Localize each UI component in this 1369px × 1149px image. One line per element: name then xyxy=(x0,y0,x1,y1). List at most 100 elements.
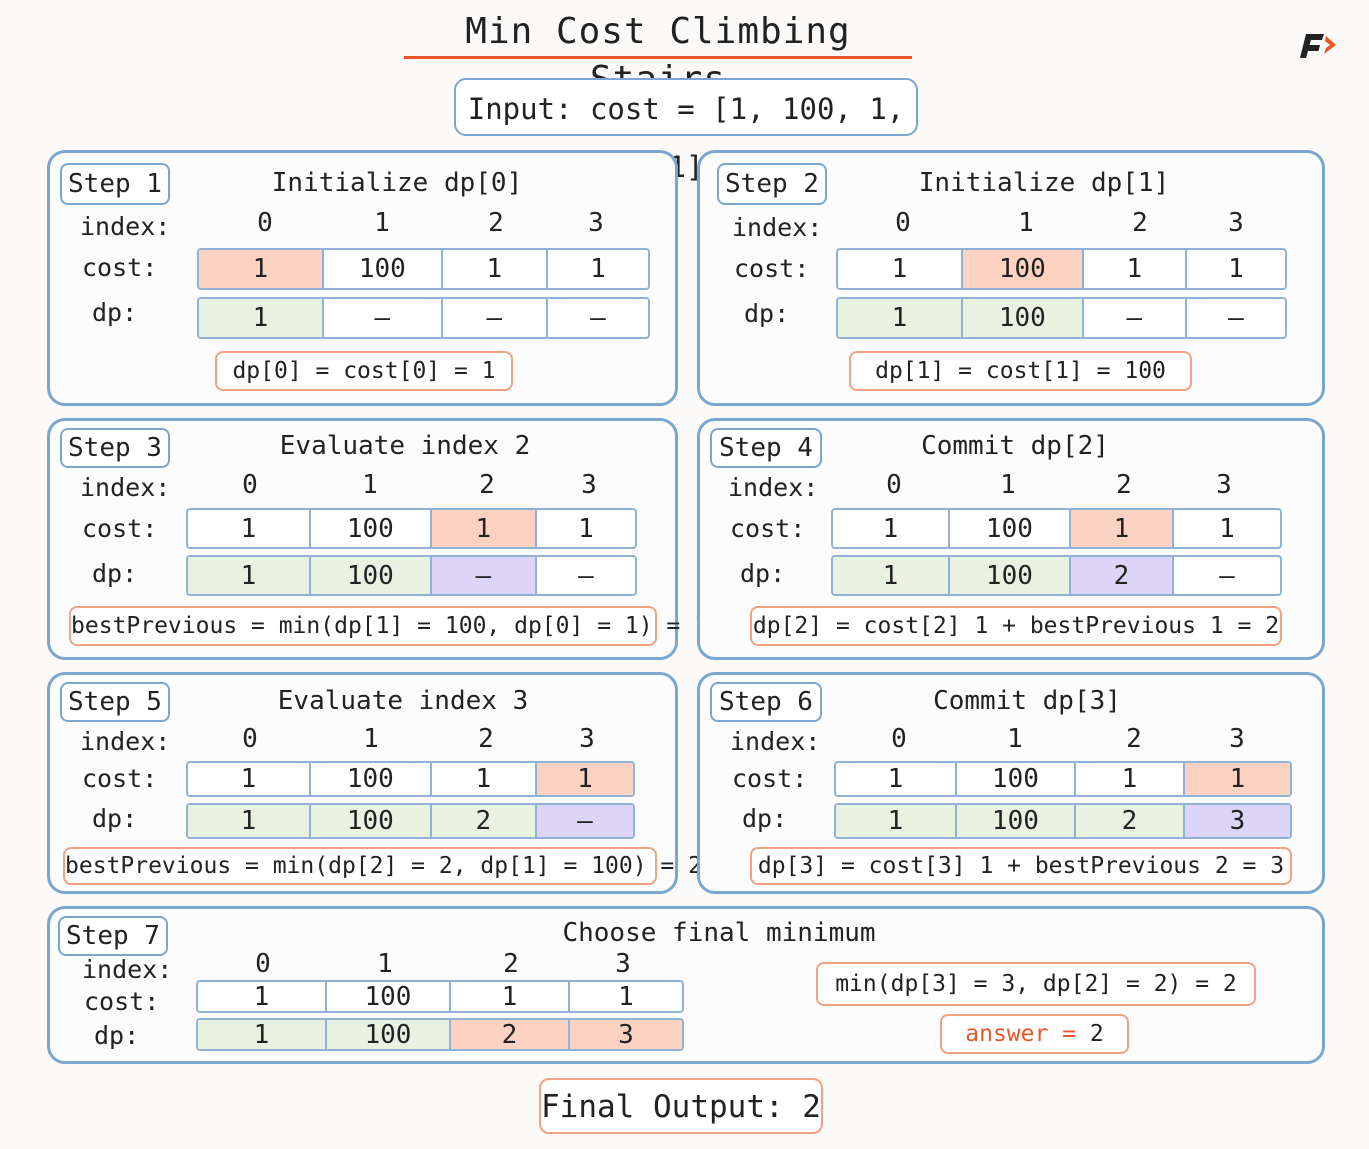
index-value: 3 xyxy=(1228,208,1244,238)
index-label: index: xyxy=(728,473,819,502)
index-value: 1 xyxy=(362,470,378,500)
cost-cell: 1 xyxy=(1219,513,1235,544)
step-title: Choose final minimum xyxy=(562,918,876,948)
input-box: Input: cost = [1, 100, 1, 1] xyxy=(454,78,918,184)
cost-cell: 100 xyxy=(957,763,1076,795)
dp-cell: – xyxy=(1228,303,1244,333)
cost-cell: 1 xyxy=(1070,510,1174,547)
index-label: index: xyxy=(80,212,171,241)
cost-label: cost: xyxy=(730,514,806,543)
index-value: 0 xyxy=(886,470,902,500)
cost-label: cost: xyxy=(732,764,808,793)
dp-cell: 100 xyxy=(326,1020,451,1049)
cost-cell: 1 xyxy=(838,250,963,288)
dp-cell: 100 xyxy=(949,557,1071,594)
dp-label: dp: xyxy=(94,1021,140,1050)
step-title: Commit dp[2] xyxy=(921,431,1109,461)
index-value: 0 xyxy=(891,724,907,754)
formula-note: bestPrevious = min(dp[1] = 100, dp[0] = … xyxy=(69,606,708,646)
cost-cell: 1 xyxy=(1084,250,1187,288)
dp-cell: 2 xyxy=(450,1020,570,1049)
dp-cell: 3 xyxy=(569,1020,682,1049)
index-value: 0 xyxy=(257,208,273,238)
step-title: Evaluate index 2 xyxy=(279,431,531,461)
index-value: 2 xyxy=(479,470,495,500)
index-value: 2 xyxy=(478,724,494,754)
index-value: 0 xyxy=(242,724,258,754)
index-value: 3 xyxy=(1229,724,1245,754)
cost-label: cost: xyxy=(84,987,160,1016)
cost-cell: 100 xyxy=(962,250,1084,288)
cost-cell: 1 xyxy=(836,763,957,795)
index-value: 2 xyxy=(488,208,504,238)
index-value: 0 xyxy=(242,470,258,500)
dp-cell: – xyxy=(1084,299,1187,337)
formula-note: bestPrevious = min(dp[2] = 2, dp[1] = 10… xyxy=(63,847,702,885)
dp-cell: 1 xyxy=(833,557,950,594)
index-value: 2 xyxy=(1116,470,1132,500)
step-title: Evaluate index 3 xyxy=(277,686,529,716)
dp-cell: 1 xyxy=(199,299,324,337)
cost-label: cost: xyxy=(82,764,158,793)
index-label: index: xyxy=(732,213,823,242)
cost-cell: 1 xyxy=(1228,254,1244,284)
cost-cell: 1 xyxy=(1076,763,1185,795)
cost-cell: 100 xyxy=(950,510,1071,547)
formula-note: min(dp[3] = 3, dp[2] = 2) = 2 xyxy=(816,962,1256,1006)
dp-label: dp: xyxy=(92,804,138,833)
dp-cell: – xyxy=(431,557,537,594)
dp-cell: – xyxy=(578,560,594,591)
dp-cell: 3 xyxy=(1184,805,1290,837)
index-value: 1 xyxy=(1000,470,1016,500)
dp-cell: 100 xyxy=(310,805,432,837)
dp-label: dp: xyxy=(740,559,786,588)
index-value: 0 xyxy=(255,949,271,979)
answer-label: answer = xyxy=(965,1021,1077,1047)
dp-cell: 100 xyxy=(962,299,1084,337)
dp-cell: – xyxy=(443,299,548,337)
step-badge: Step 5 xyxy=(60,682,170,722)
dp-cell: – xyxy=(590,303,606,333)
index-value: 3 xyxy=(581,470,597,500)
index-value: 3 xyxy=(588,208,604,238)
dp-cell: 1 xyxy=(836,805,957,837)
brand-logo-icon xyxy=(1300,34,1336,58)
index-value: 0 xyxy=(895,208,911,238)
dp-cell: 100 xyxy=(956,805,1076,837)
dp-cell: 2 xyxy=(431,805,537,837)
dp-label: dp: xyxy=(92,559,138,588)
dp-cell: 100 xyxy=(310,557,432,594)
page-title: Min Cost Climbing Stairs xyxy=(404,8,912,100)
step-badge: Step 1 xyxy=(60,163,170,205)
index-value: 1 xyxy=(377,949,393,979)
formula-note: dp[0] = cost[0] = 1 xyxy=(215,351,513,391)
cost-cell: 1 xyxy=(188,763,311,795)
cost-label: cost: xyxy=(734,254,810,283)
cost-cell: 1 xyxy=(198,982,327,1011)
step-title: Initialize dp[1] xyxy=(918,168,1170,198)
cost-cell: 100 xyxy=(327,982,451,1011)
step-title: Commit dp[3] xyxy=(933,686,1121,716)
cost-cell: 1 xyxy=(199,250,324,288)
index-value: 3 xyxy=(615,949,631,979)
formula-note: dp[2] = cost[2] 1 + bestPrevious 1 = 2 xyxy=(750,606,1282,646)
cost-label: cost: xyxy=(82,514,158,543)
dp-cell: 2 xyxy=(1075,805,1185,837)
index-label: index: xyxy=(80,473,171,502)
step-badge: Step 6 xyxy=(710,682,822,722)
index-value: 1 xyxy=(363,724,379,754)
index-value: 3 xyxy=(1216,470,1232,500)
step-badge: Step 7 xyxy=(58,916,168,956)
cost-cell: 1 xyxy=(618,981,634,1012)
dp-cell: 1 xyxy=(188,805,311,837)
dp-label: dp: xyxy=(744,299,790,328)
